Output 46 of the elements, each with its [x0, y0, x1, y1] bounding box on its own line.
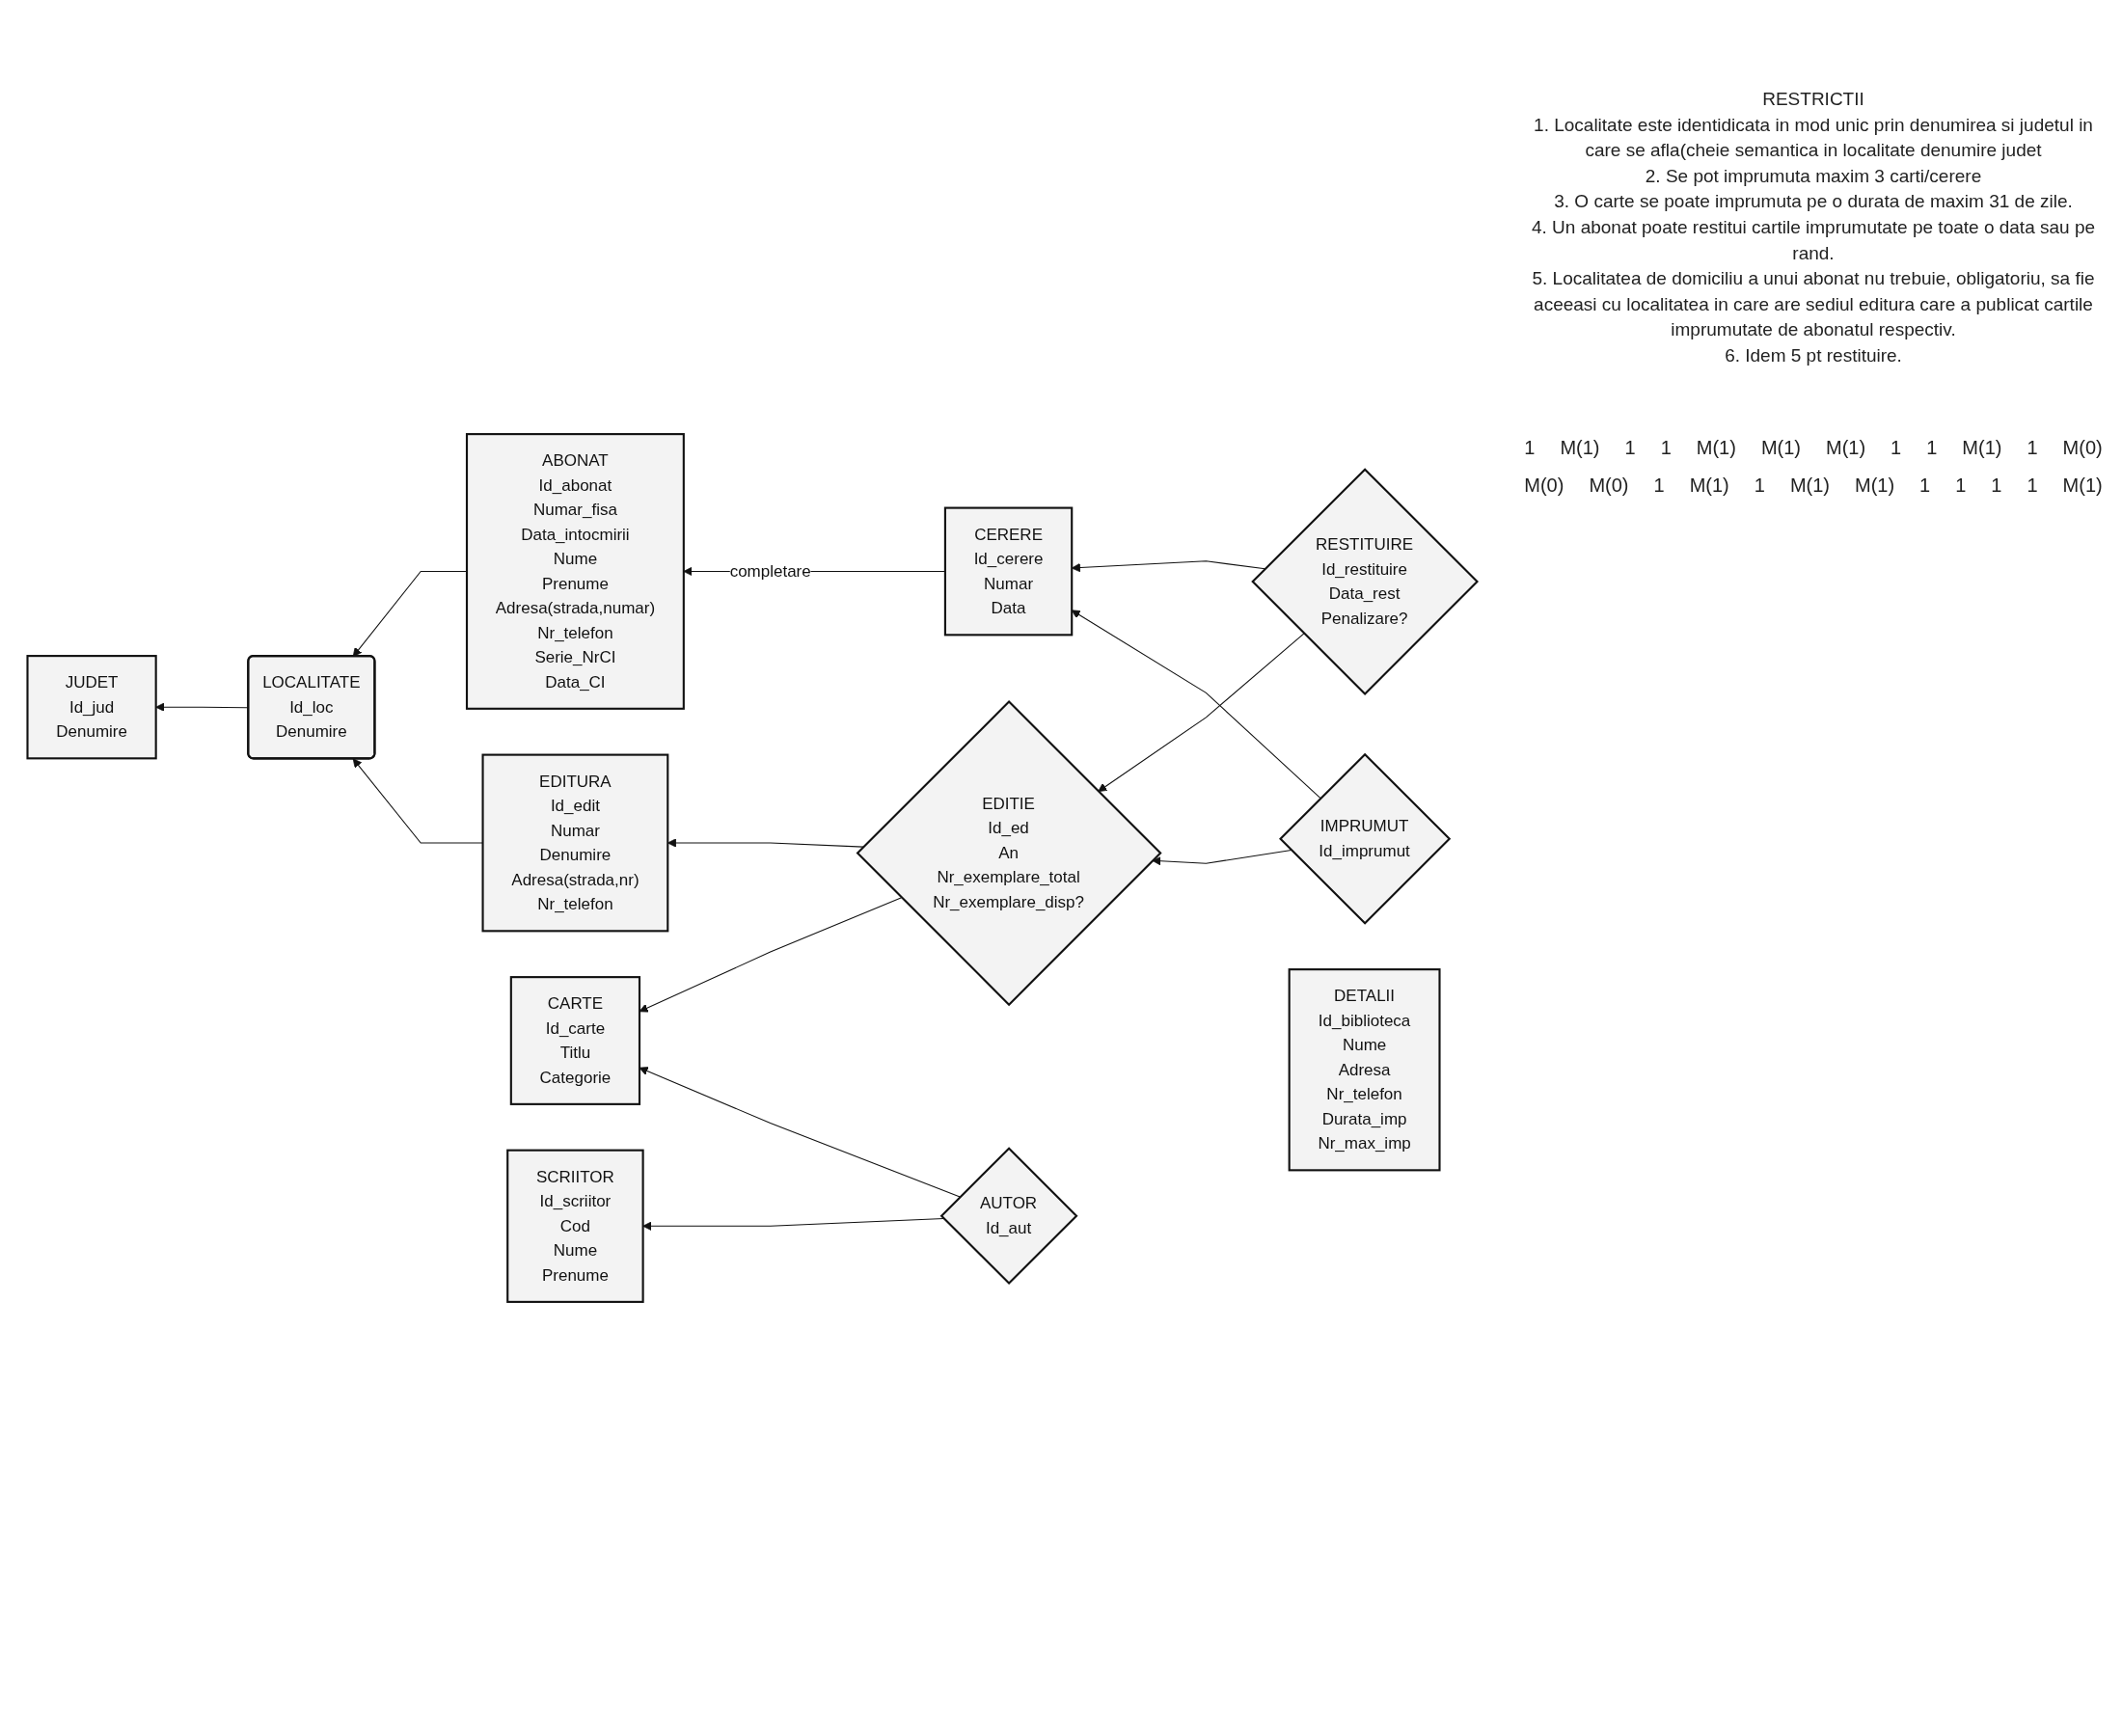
cardinality-label: M(1) [2062, 474, 2103, 497]
cardinality-label: M(1) [1962, 436, 2002, 459]
entity-box: ABONAT Id_abonat Numar_fisa Data_intocmirii Nume Prenume Adresa(strada,numar) Nr_telefon Serie_NrCI Data_CI [465, 433, 685, 710]
note-text: 6. Idem 5 pt restituire. [1725, 343, 1902, 367]
cardinality-label: M(0) [2062, 436, 2103, 459]
entity-box: JUDET Id_jud Denumire [26, 655, 157, 760]
relationship-diamond: AUTOR Id_aut [939, 1147, 1078, 1286]
entity-box: CERERE Id_cerere Numar Data [943, 506, 1074, 637]
cardinality-label: M(1) [1760, 436, 1801, 459]
cardinality-label: 1 [2027, 474, 2038, 497]
cardinality-label: 1 [1624, 436, 1636, 459]
cardinality-label: 1 [1891, 436, 1902, 459]
relationship-diamond: IMPRUMUT Id_imprumut [1279, 752, 1452, 925]
cardinality-label: 1 [1955, 474, 1967, 497]
cardinality-label: M(1) [1696, 436, 1736, 459]
cardinality-label: 1 [2027, 436, 2038, 459]
cardinality-label: M(1) [1560, 436, 1600, 459]
cardinality-label: 1 [1926, 436, 1938, 459]
note-heading: RESTRICTII [1762, 88, 1864, 111]
cardinality-label: M(1) [1855, 474, 1895, 497]
cardinality-label: 1 [1660, 436, 1672, 459]
entity-box: CARTE Id_carte Titlu Categorie [509, 976, 641, 1105]
arrow [642, 1218, 944, 1231]
note-text: 1. Localitate este identidicata in mod unic prin denumirea si judetul in care se afla(cheie semantica in localitate denumire judet [1533, 113, 2094, 163]
note-text: 2. Se pot imprumuta maxim 3 carti/cerere [1645, 164, 1982, 188]
relationship-diamond: RESTITUIRE Id_restituire Data_rest Penalizare? [1251, 468, 1479, 695]
cardinality-label: M(1) [1689, 474, 1729, 497]
cardinality-label: 1 [1524, 436, 1536, 459]
cardinality-label: 1 [1653, 474, 1665, 497]
cardinality-label: M(0) [1524, 474, 1564, 497]
rounded-box: LOCALITATE Id_loc Denumire [247, 655, 376, 760]
entity-box: EDITURA Id_edit Numar Denumire Adresa(strada,nr) Nr_telefon [481, 753, 669, 933]
cardinality-label: 1 [1754, 474, 1765, 497]
entity-box: DETALII Id_biblioteca Nume Adresa Nr_telefon Durata_imp Nr_max_imp [1288, 968, 1441, 1172]
note-text: 3. O carte se poate imprumuta pe o durata de maxim 31 de zile. [1554, 190, 2073, 214]
cardinality-label: M(1) [1826, 436, 1866, 459]
cardinality-label: M(1) [1789, 474, 1830, 497]
relationship-diamond: EDITIE Id_ed An Nr_exemplare_total Nr_exemplare_disp? [856, 700, 1162, 1007]
note-text: 4. Un abonat poate restitui cartile imprumutate pe toate o data sau pe rand. [1530, 215, 2097, 265]
entity-box: SCRIITOR Id_scriitor Cod Nume Prenume [506, 1149, 644, 1303]
arrow [1098, 633, 1305, 793]
cardinality-label: 1 [1991, 474, 2002, 497]
note-text: 5. Localitatea de domiciliu a unui abonat nu trebuie, obligatoriu, sa fie aceeasi cu localitatea in care are sediul editura care a publicat cartile imprumutate de abonatul respectiv. [1531, 267, 2096, 342]
arrow [1152, 850, 1292, 866]
cardinality-label: M(0) [1589, 474, 1629, 497]
cardinality-label: 1 [1919, 474, 1931, 497]
